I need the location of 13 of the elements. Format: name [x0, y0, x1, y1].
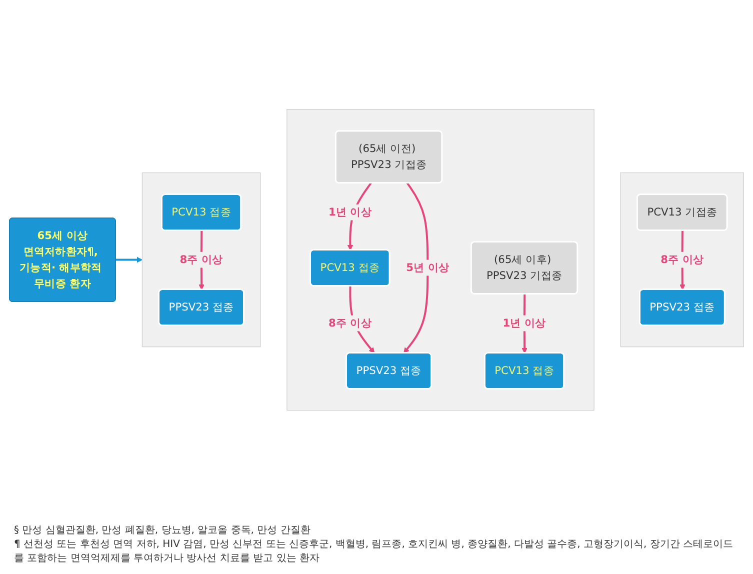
cluster: [142, 172, 261, 348]
cluster: [286, 109, 594, 412]
edge-label: 1년 이상: [502, 317, 546, 330]
arrow: [116, 257, 142, 264]
edge-label: 8주 이상: [180, 254, 223, 266]
footnote: ¶ 선천성 또는 후천성 면역 저하, HIV 감염, 만성 신부전 또는 신증후군, 백혈병, 림프종, 호지킨씨 병, 종양질환, 다발성 골수종, 고형장기이식, 장기간 스테로이드를 포함하는 면역억제제를 투여하거나 방사선 치료를 받고 있는 환자: [14, 538, 734, 565]
edge-label: 8주 이상: [660, 254, 704, 266]
footnote: § 만성 심혈관질환, 만성 폐질환, 당뇨병, 알코올 중독, 만성 간질환: [14, 524, 312, 537]
cluster: [620, 172, 744, 348]
edge-label: 1년 이상: [328, 206, 372, 219]
edge-label: 5년 이상: [406, 262, 450, 274]
edge-label: 8주 이상: [328, 317, 372, 330]
arrow: [404, 182, 429, 354]
